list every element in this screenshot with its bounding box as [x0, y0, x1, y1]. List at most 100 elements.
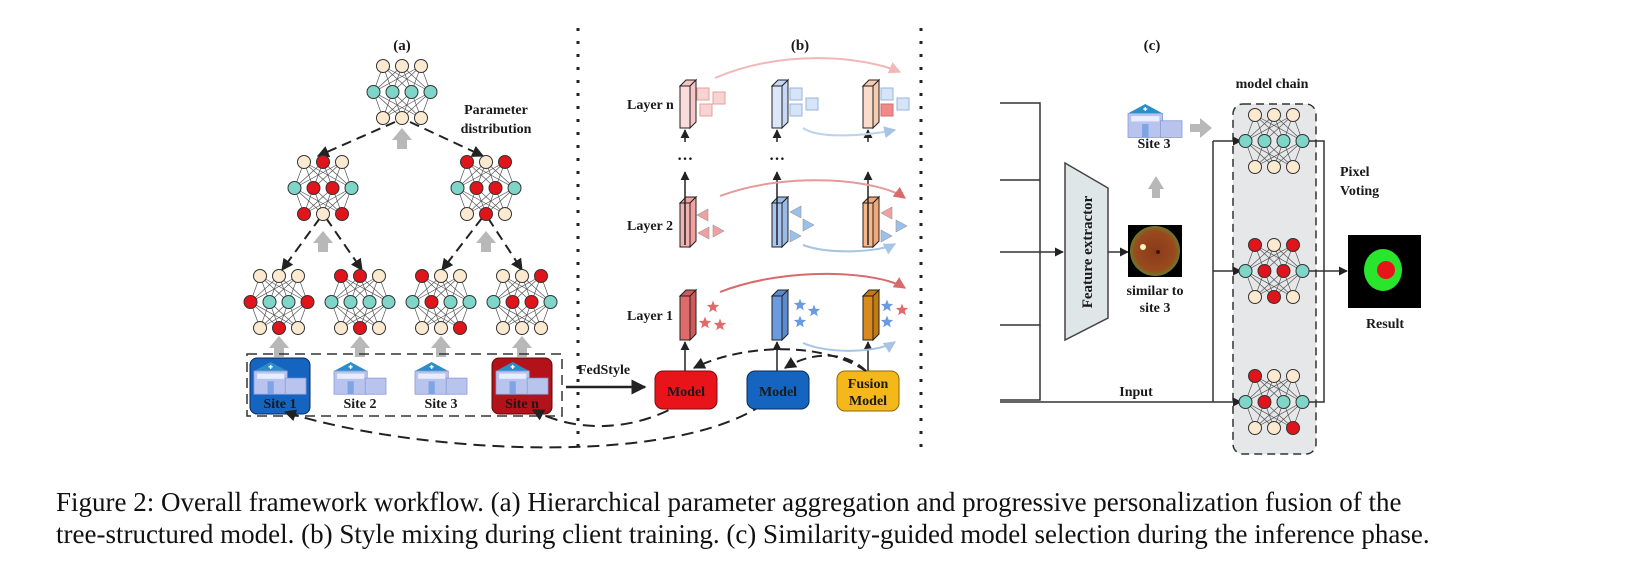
feedback-curve: [531, 400, 686, 428]
layer-2-label: Layer 2: [627, 219, 673, 234]
network-node: [415, 269, 429, 283]
model-box-blue[interactable]: Model: [746, 370, 810, 410]
fusion-model-box[interactable]: Fusion Model: [836, 370, 900, 412]
network-node: [1286, 238, 1300, 252]
network-node: [300, 295, 315, 309]
model-chain-label: model chain: [1236, 77, 1309, 92]
network-node: [460, 155, 474, 169]
style-triangle: [789, 205, 802, 219]
style-curve-layer-n-pink: [714, 57, 902, 79]
caption-line-1: Figure 2: Overall framework workflow. (a…: [56, 487, 1402, 517]
site-1[interactable]: Site 1: [249, 357, 311, 415]
gray-up-arrow: [392, 128, 412, 149]
style-star: [807, 304, 821, 317]
parameter-distribution-label-1: Parameter: [464, 103, 528, 118]
panel-c-label: (c): [1144, 38, 1161, 54]
caption-line-2: tree-structured model. (b) Style mixing …: [56, 519, 1430, 549]
network-node: [334, 321, 348, 335]
network-node: [1248, 369, 1262, 383]
network-node: [496, 321, 510, 335]
feature-map-layer-n: [770, 78, 790, 130]
network-node: [524, 295, 539, 309]
connector: [1000, 325, 1041, 401]
network-node: [453, 269, 467, 283]
network-node: [243, 295, 258, 309]
network-node: [462, 295, 477, 309]
layer-n-label: Layer n: [627, 98, 674, 113]
site-model-icon: [243, 269, 315, 335]
tree-edge: [487, 217, 523, 272]
network-node: [324, 295, 339, 309]
model-box-red[interactable]: Model: [654, 370, 718, 410]
network-node: [1267, 369, 1281, 383]
network-node: [362, 295, 377, 309]
network-node: [534, 269, 548, 283]
similar-label-1: similar to: [1127, 284, 1184, 299]
network-node: [414, 111, 428, 125]
network-node: [1257, 264, 1272, 278]
style-star: [895, 303, 909, 316]
network-node: [287, 181, 302, 195]
sites-group-box: [246, 353, 563, 417]
fusion-model-label-2: Model: [849, 394, 887, 409]
hospital-icon: [495, 362, 549, 395]
network-node: [316, 155, 330, 169]
network-node: [395, 111, 409, 125]
tree-edge: [281, 217, 321, 271]
site-model-icon: [324, 269, 396, 335]
network-node: [404, 85, 419, 99]
network-node: [507, 181, 522, 195]
style-square: [896, 97, 910, 111]
style-curve-layer-1-red: [719, 272, 907, 293]
network-node: [297, 155, 311, 169]
network-node: [1276, 395, 1291, 409]
network-node: [297, 207, 311, 221]
layer-1-label: Layer 1: [627, 309, 673, 324]
network-node: [486, 295, 501, 309]
ellipsis: …: [769, 147, 785, 164]
gray-up-arrow: [1148, 176, 1164, 198]
feature-map-layer-2: [678, 195, 698, 249]
feature-extractor: [1064, 161, 1109, 342]
network-node: [479, 207, 493, 221]
network-node: [498, 207, 512, 221]
style-triangle: [802, 218, 815, 232]
fusion-dispatch-curve: [783, 354, 867, 372]
model-label: Model: [667, 385, 705, 400]
site-3[interactable]: Site 3: [414, 362, 468, 412]
network-node: [1295, 395, 1310, 409]
network-node: [496, 269, 510, 283]
feature-map-layer-1: [861, 288, 881, 342]
style-square: [789, 87, 803, 101]
network-node: [1238, 395, 1253, 409]
style-square: [699, 103, 713, 117]
network-node: [1257, 395, 1272, 409]
network-node: [515, 269, 529, 283]
network-node: [1276, 134, 1291, 148]
network-node: [272, 321, 286, 335]
similar-label-2: site 3: [1140, 301, 1171, 316]
style-star: [713, 318, 727, 331]
network-node: [376, 59, 390, 73]
panel-a-label: (a): [393, 38, 411, 54]
network-node: [262, 295, 277, 309]
network-node: [505, 295, 520, 309]
selected-site-hospital-icon: [1127, 104, 1183, 138]
chain-model-icon: [1238, 238, 1310, 304]
site-n[interactable]: Site n: [491, 357, 553, 415]
network-node: [281, 295, 296, 309]
feature-map-layer-1: [678, 288, 698, 342]
site-2[interactable]: Site 2: [333, 362, 387, 412]
network-node: [1286, 369, 1300, 383]
hospital-icon: [333, 362, 387, 395]
network-node: [469, 181, 484, 195]
network-node: [253, 269, 267, 283]
network-node: [272, 269, 286, 283]
network-node: [253, 321, 267, 335]
style-star: [706, 300, 720, 313]
network-node: [381, 295, 396, 309]
style-curve-layer-2-blue: [802, 243, 897, 255]
fedstyle-label: FedStyle: [578, 363, 630, 378]
style-triangle: [895, 219, 908, 233]
style-curve-layer-2-red: [719, 179, 906, 199]
